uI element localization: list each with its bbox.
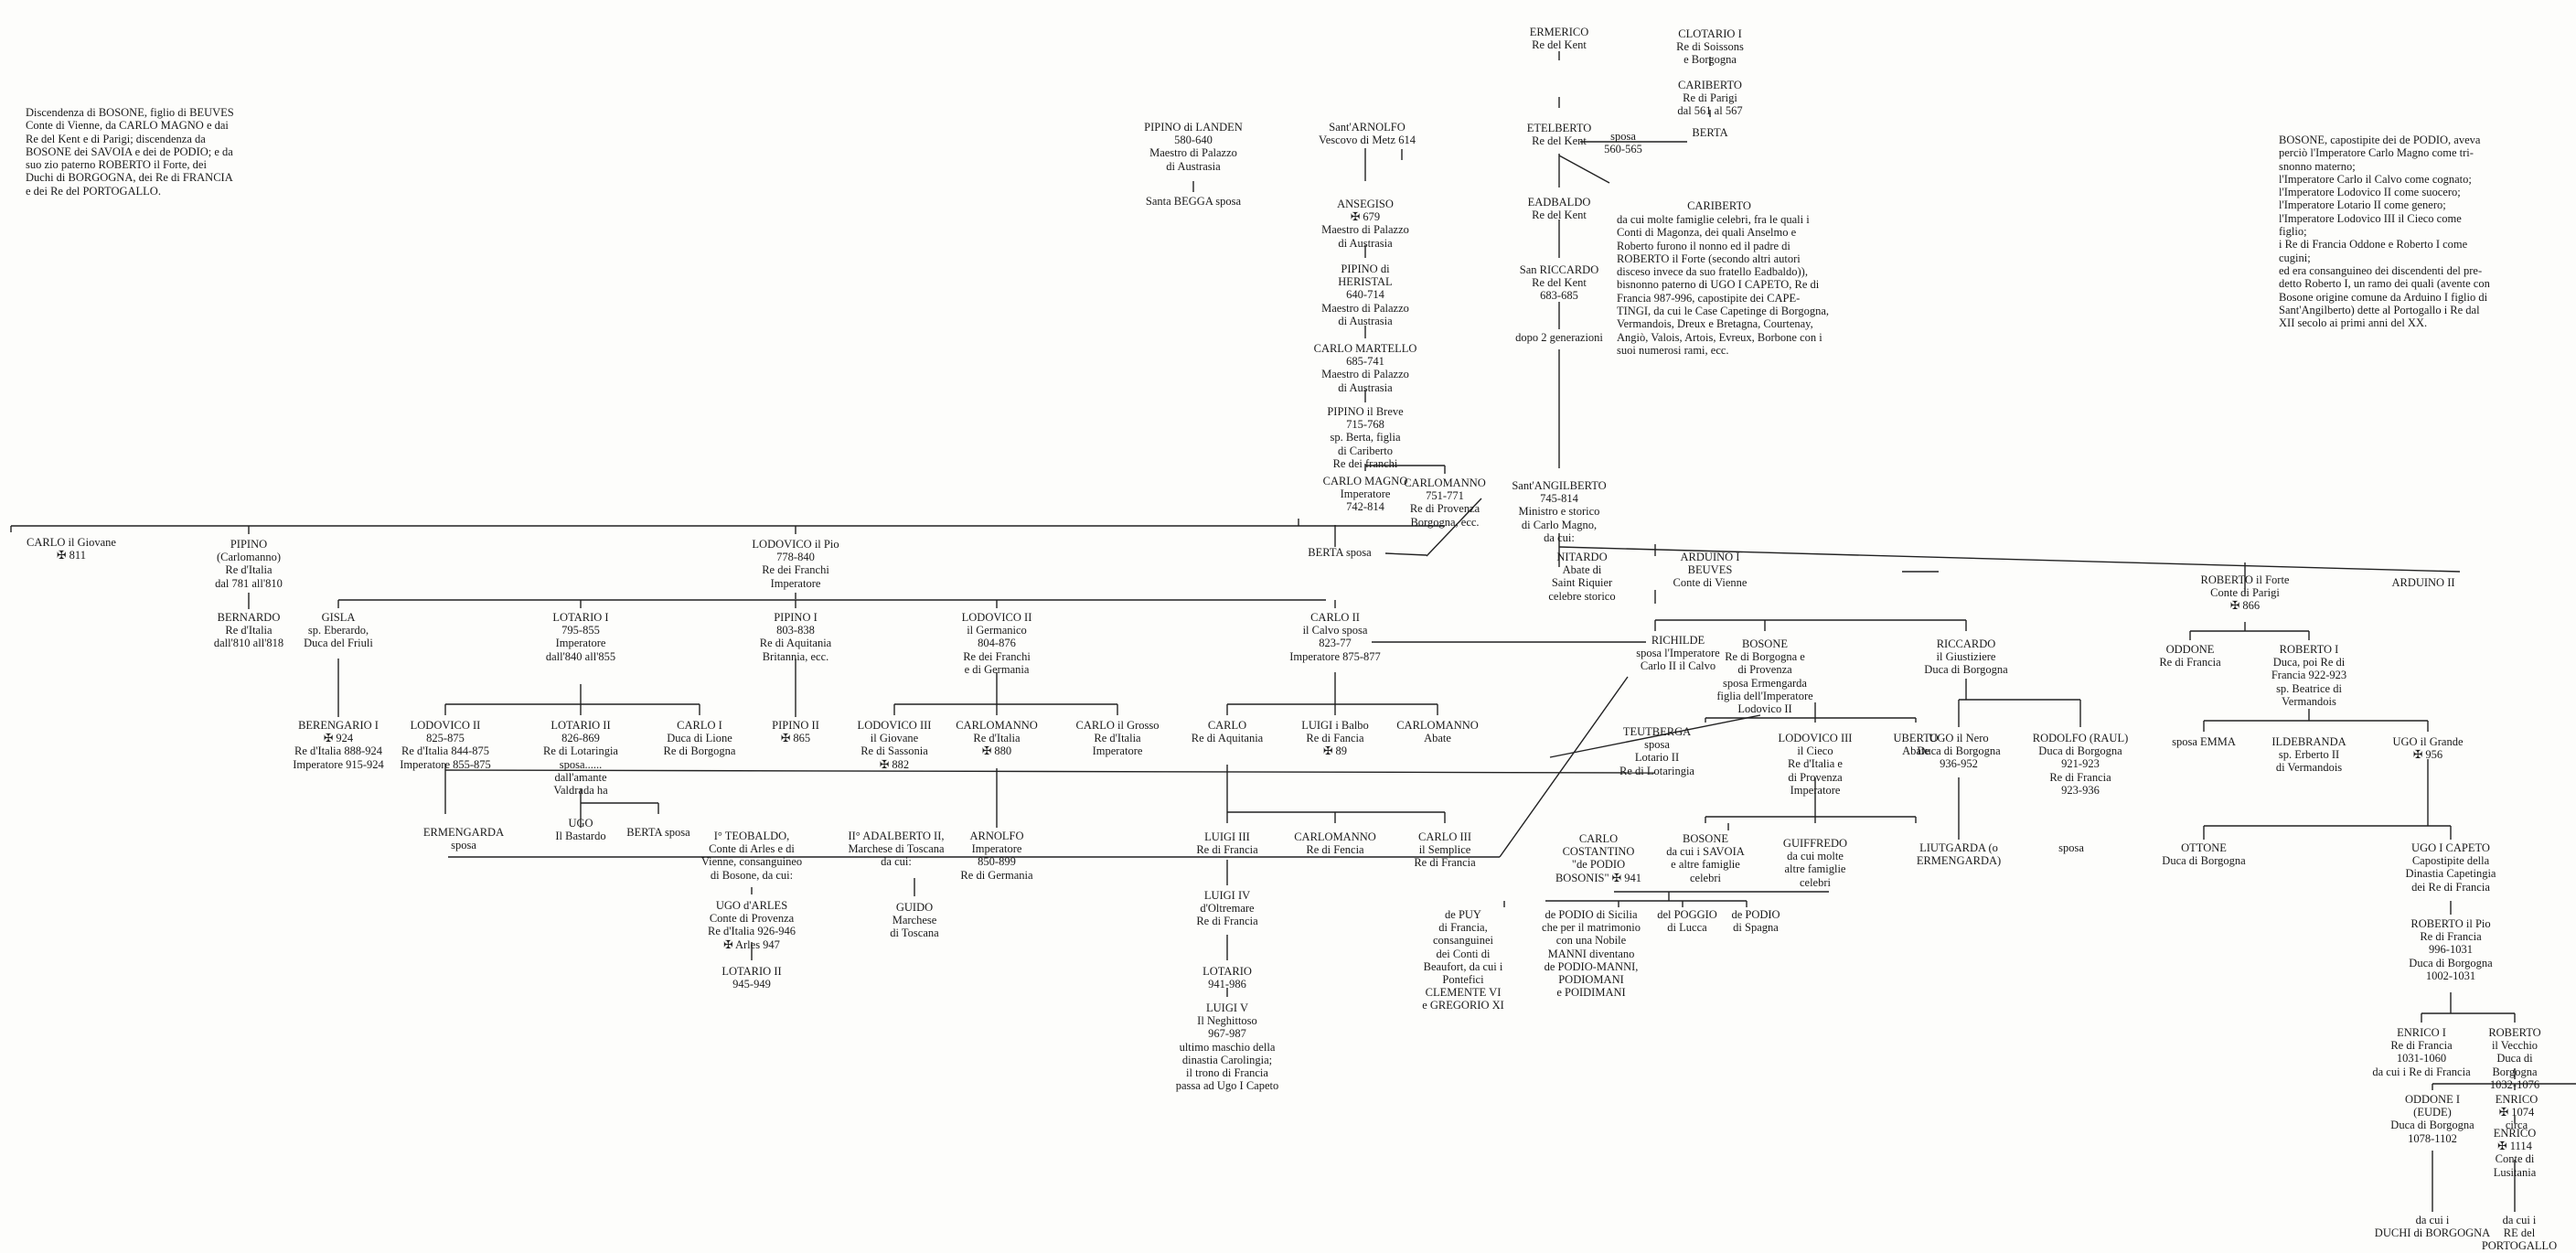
connector-lines xyxy=(10,51,2576,1212)
person-pipino1: PIPINO I 803-838 Re di Aquitania Britann… xyxy=(759,611,832,663)
person-enrico-1074: ENRICO ✠ 1074 circa xyxy=(2495,1093,2539,1132)
person-arnolfo: ARNOLFO Imperatore 850-899 Re di Germani… xyxy=(960,830,1033,882)
person-santa-begga: Santa BEGGA sposa xyxy=(1145,195,1242,208)
person-san-riccardo: San RICCARDO Re del Kent 683-685 xyxy=(1519,263,1599,303)
person-lotario-941: LOTARIO 941-986 xyxy=(1202,965,1252,991)
person-de-puy: de PUY di Francia, consanguinei dei Cont… xyxy=(1422,908,1504,1012)
person-clotario: CLOTARIO I Re di Soissons e Borgogna xyxy=(1676,27,1744,67)
person-arduino1: ARDUINO I BEUVES Conte di Vienne xyxy=(1673,551,1748,590)
person-ermerico: ERMERICO Re del Kent xyxy=(1529,26,1589,52)
person-de-podio-spagna: de PODIO di Spagna xyxy=(1731,908,1780,935)
person-ugo-grande: UGO il Grande ✠ 956 xyxy=(2392,735,2464,762)
person-berta-sposa: BERTA sposa xyxy=(1308,546,1372,559)
person-luigi5: LUIGI V Il Neghittoso 967-987 ultimo mas… xyxy=(1175,1001,1279,1093)
person-sant-arnolfo: Sant'ARNOLFO Vescovo di Metz 614 xyxy=(1319,121,1416,147)
person-uberto: UBERTO Abate xyxy=(1893,732,1939,758)
person-roberto-vecchio: ROBERTO il Vecchio Duca di Borgogna 1032… xyxy=(2488,1026,2541,1091)
person-carlo1-lione: CARLO I Duca di Lione Re di Borgogna xyxy=(663,719,736,758)
person-dopo2: dopo 2 generazioni xyxy=(1515,331,1603,344)
person-nitardo: NITARDO Abate di Saint Riquier celebre s… xyxy=(1548,551,1616,603)
person-ermengarda: ERMENGARDA sposa xyxy=(422,826,505,852)
person-re-portogallo: da cui i RE del PORTOGALLO xyxy=(2481,1214,2558,1253)
person-guido: GUIDO Marchese di Toscana xyxy=(890,901,939,940)
person-bernardo: BERNARDO Re d'Italia dall'810 all'818 xyxy=(213,611,284,650)
person-richilde: RICHILDE sposa l'Imperatore Carlo II il … xyxy=(1636,634,1720,673)
person-carlomanno-italia: CARLOMANNO Re d'Italia ✠ 880 xyxy=(956,719,1038,758)
person-etelberto: ETELBERTO Re del Kent xyxy=(1526,122,1592,148)
person-lodovico3-cieco: LODOVICO III il Cieco Re d'Italia e di P… xyxy=(1778,732,1853,797)
person-pipino-carlomanno: PIPINO (Carlomanno) Re d'Italia dal 781 … xyxy=(215,538,283,590)
person-luigi4: LUIGI IV d'Oltremare Re di Francia xyxy=(1196,889,1258,928)
person-lotario1: LOTARIO I 795-855 Imperatore dall'840 al… xyxy=(545,611,616,663)
person-berta-sposa2: BERTA sposa xyxy=(626,826,690,839)
intro-right-paragraph: BOSONE, capostipite dei de PODIO, aveva … xyxy=(2279,134,2490,330)
person-angilberto: Sant'ANGILBERTO 745-814 Ministro e stori… xyxy=(1512,479,1607,544)
genealogy-page: { "intro_left": "Discendenza di BOSONE, … xyxy=(10,26,2576,1253)
person-ugo-capeto: UGO I CAPETO Capostipite della Dinastia … xyxy=(2405,841,2496,894)
person-ottone: OTTONE Duca di Borgogna xyxy=(2162,841,2246,868)
person-carlo-costantino: CARLO COSTANTINO "de PODIO BOSONIS" ✠ 94… xyxy=(1555,832,1642,884)
person-pipino-heristal: PIPINO di HERISTAL 640-714 Maestro di Pa… xyxy=(1321,262,1409,327)
person-roberto-pio: ROBERTO il Pio Re di Francia 996-1031 Du… xyxy=(2409,917,2493,982)
person-teobaldo: I° TEOBALDO, Conte di Arles e di Vienne,… xyxy=(700,830,803,882)
person-ugo-nero: UGO il Nero Duca di Borgogna 936-952 xyxy=(1917,732,2001,771)
person-ansegiso: ANSEGISO ✠ 679 Maestro di Palazzo di Aus… xyxy=(1321,198,1409,250)
person-lotario2: LOTARIO II 826-869 Re di Lotaringia spos… xyxy=(543,719,618,798)
person-carlo-magno: CARLO MAGNO Imperatore 742-814 xyxy=(1322,475,1408,514)
person-riccardo: RICCARDO il Giustiziere Duca di Borgogna xyxy=(1924,637,2008,677)
person-oddone1: ODDONE I (EUDE) Duca di Borgogna 1078-11… xyxy=(2390,1093,2474,1145)
person-carlo-grosso: CARLO il Grosso Re d'Italia Imperatore xyxy=(1075,719,1160,758)
person-guiffredo: GUIFFREDO da cui molte altre famiglie ce… xyxy=(1782,837,1848,889)
person-sposa-emma: sposa EMMA xyxy=(2172,735,2236,748)
person-teutberga: TEUTBERGA sposa Lotario II Re di Lotarin… xyxy=(1619,725,1694,777)
person-liutgarda: LIUTGARDA (o ERMENGARDA) xyxy=(1916,841,2002,868)
person-ugo-arles: UGO d'ARLES Conte di Provenza Re d'Itali… xyxy=(708,899,796,951)
person-carlo-martello: CARLO MARTELLO 685-741 Maestro di Palazz… xyxy=(1313,342,1417,394)
cariberto-note: da cui molte famiglie celebri, fra le qu… xyxy=(1617,213,1830,357)
person-eadbaldo: EADBALDO Re del Kent xyxy=(1527,196,1591,222)
person-roberto1: ROBERTO I Duca, poi Re di Francia 922-92… xyxy=(2271,643,2347,708)
person-oddone: ODDONE Re di Francia xyxy=(2159,643,2221,669)
person-rodolfo: RODOLFO (RAUL) Duca di Borgogna 921-923 … xyxy=(2032,732,2129,797)
person-carlo2-calvo: CARLO II il Calvo sposa 823-77 Imperator… xyxy=(1289,611,1381,663)
person-del-poggio: del POGGIO di Lucca xyxy=(1657,908,1717,935)
person-roberto-forte: ROBERTO il Forte Conte di Parigi ✠ 866 xyxy=(2200,573,2290,613)
person-carlo-aquitania: CARLO Re di Aquitania xyxy=(1191,719,1264,745)
person-de-podio-sicilia: de PODIO di Sicilia che per il matrimoni… xyxy=(1542,908,1641,1000)
person-carlo3-semplice: CARLO III il Semplice Re di Francia xyxy=(1414,830,1476,870)
person-ugo-bastardo: UGO Il Bastardo xyxy=(555,817,606,843)
person-carlo-giovane: CARLO il Giovane ✠ 811 xyxy=(27,536,116,562)
person-adalberto: II° ADALBERTO II, Marchese di Toscana da… xyxy=(848,830,945,869)
person-lotario-ii-945: LOTARIO II 945-949 xyxy=(721,965,782,991)
person-duchi-borgogna: da cui i DUCHI di BORGOGNA xyxy=(2374,1214,2491,1240)
person-enrico-1114: ENRICO ✠ 1114 Conte di Lusitania xyxy=(2493,1127,2537,1179)
person-cariberto2: CARIBERTO xyxy=(1687,199,1751,212)
person-carlomanno-751: CARLOMANNO 751-771 Re di Provenza Borgog… xyxy=(1404,477,1486,529)
person-lodovico3-giovane: LODOVICO III il Giovane Re di Sassonia ✠… xyxy=(857,719,932,771)
person-lodovico-pio: LODOVICO il Pio 778-840 Re dei Franchi I… xyxy=(752,538,839,590)
person-sposa-560: sposa 560-565 xyxy=(1604,130,1642,156)
person-gisla: GISLA sp. Eberardo, Duca del Friuli xyxy=(304,611,373,650)
person-lodovico2: LODOVICO II 825-875 Re d'Italia 844-875 … xyxy=(400,719,491,771)
person-pipino2: PIPINO II ✠ 865 xyxy=(772,719,819,745)
person-ildebranda: ILDEBRANDA sp. Erberto II di Vermandois xyxy=(2271,735,2346,775)
person-pipino-landen: PIPINO di LANDEN 580-640 Maestro di Pala… xyxy=(1144,121,1243,173)
person-bosone2: BOSONE da cui i SAVOIA e altre famiglie … xyxy=(1666,832,1745,884)
person-lodovico2-germanico: LODOVICO II il Germanico 804-876 Re dei … xyxy=(961,611,1032,676)
person-luigi3: LUIGI III Re di Francia xyxy=(1196,830,1258,857)
person-berta-kent: BERTA xyxy=(1692,126,1728,139)
person-berengario: BERENGARIO I ✠ 924 Re d'Italia 888-924 I… xyxy=(293,719,384,771)
intro-left-paragraph: Discendenza di BOSONE, figlio di BEUVES … xyxy=(26,106,234,198)
person-luigi-balbo: LUIGI i Balbo Re di Fancia ✠ 89 xyxy=(1301,719,1369,758)
person-bosone: BOSONE Re di Borgogna e di Provenza spos… xyxy=(1716,637,1813,716)
person-arduino2: ARDUINO II xyxy=(2391,576,2455,589)
person-sposa-liut: sposa xyxy=(2058,841,2084,854)
person-pipino-breve: PIPINO il Breve 715-768 sp. Berta, figli… xyxy=(1327,405,1404,470)
person-cariberto-parigi: CARIBERTO Re di Parigi dal 561 al 567 xyxy=(1677,79,1743,118)
person-carlomanno-abate: CARLOMANNO Abate xyxy=(1396,719,1479,745)
person-enrico1: ENRICO I Re di Francia 1031-1060 da cui … xyxy=(2372,1026,2471,1078)
person-carlomanno-fencia: CARLOMANNO Re di Fencia xyxy=(1294,830,1376,857)
